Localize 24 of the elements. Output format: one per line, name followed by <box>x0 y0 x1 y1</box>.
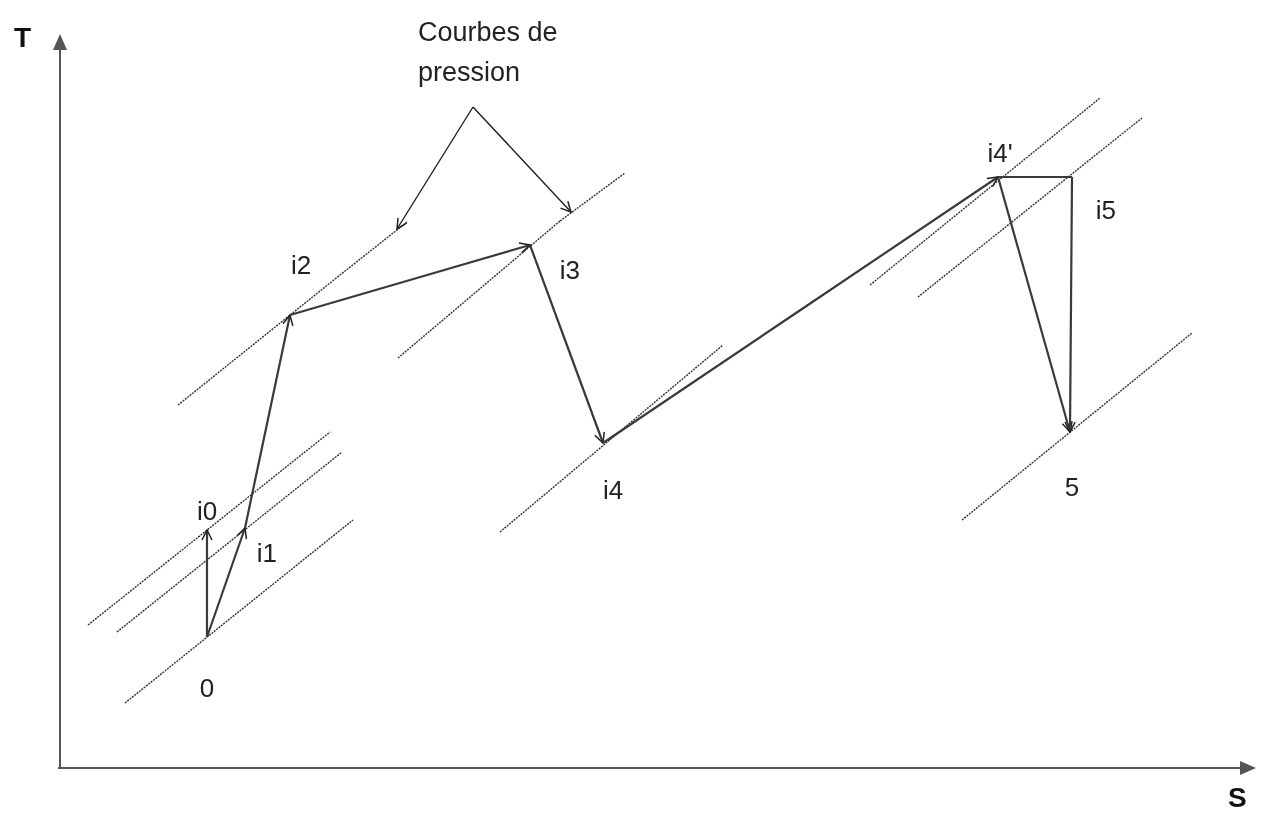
process-arrow <box>528 244 605 444</box>
state-label: i4' <box>987 138 1013 168</box>
state-label: i4 <box>602 475 624 505</box>
state-label: 5 <box>1064 472 1080 502</box>
leader-line <box>472 106 572 213</box>
axis-label: T <box>14 22 32 54</box>
state-label: i2 <box>290 250 312 280</box>
process-arrow <box>201 529 213 637</box>
pressure-curve <box>334 221 408 280</box>
process-arrow <box>205 527 248 638</box>
state-label: 0 <box>199 673 215 703</box>
process-arrow <box>996 176 1073 433</box>
pressure-curve <box>559 172 626 222</box>
process-arrow <box>289 242 531 317</box>
state-label: i0 <box>196 496 218 526</box>
annotation-text: Courbes de pression <box>418 16 559 89</box>
process-arrow <box>1064 177 1076 433</box>
leader-line <box>396 106 474 230</box>
state-label: i1 <box>256 538 277 568</box>
state-label: i5 <box>1095 195 1116 225</box>
process-arrow <box>602 176 999 444</box>
axis-label: S <box>1228 782 1247 814</box>
process-arrow <box>243 314 294 529</box>
state-label: i3 <box>559 255 580 285</box>
